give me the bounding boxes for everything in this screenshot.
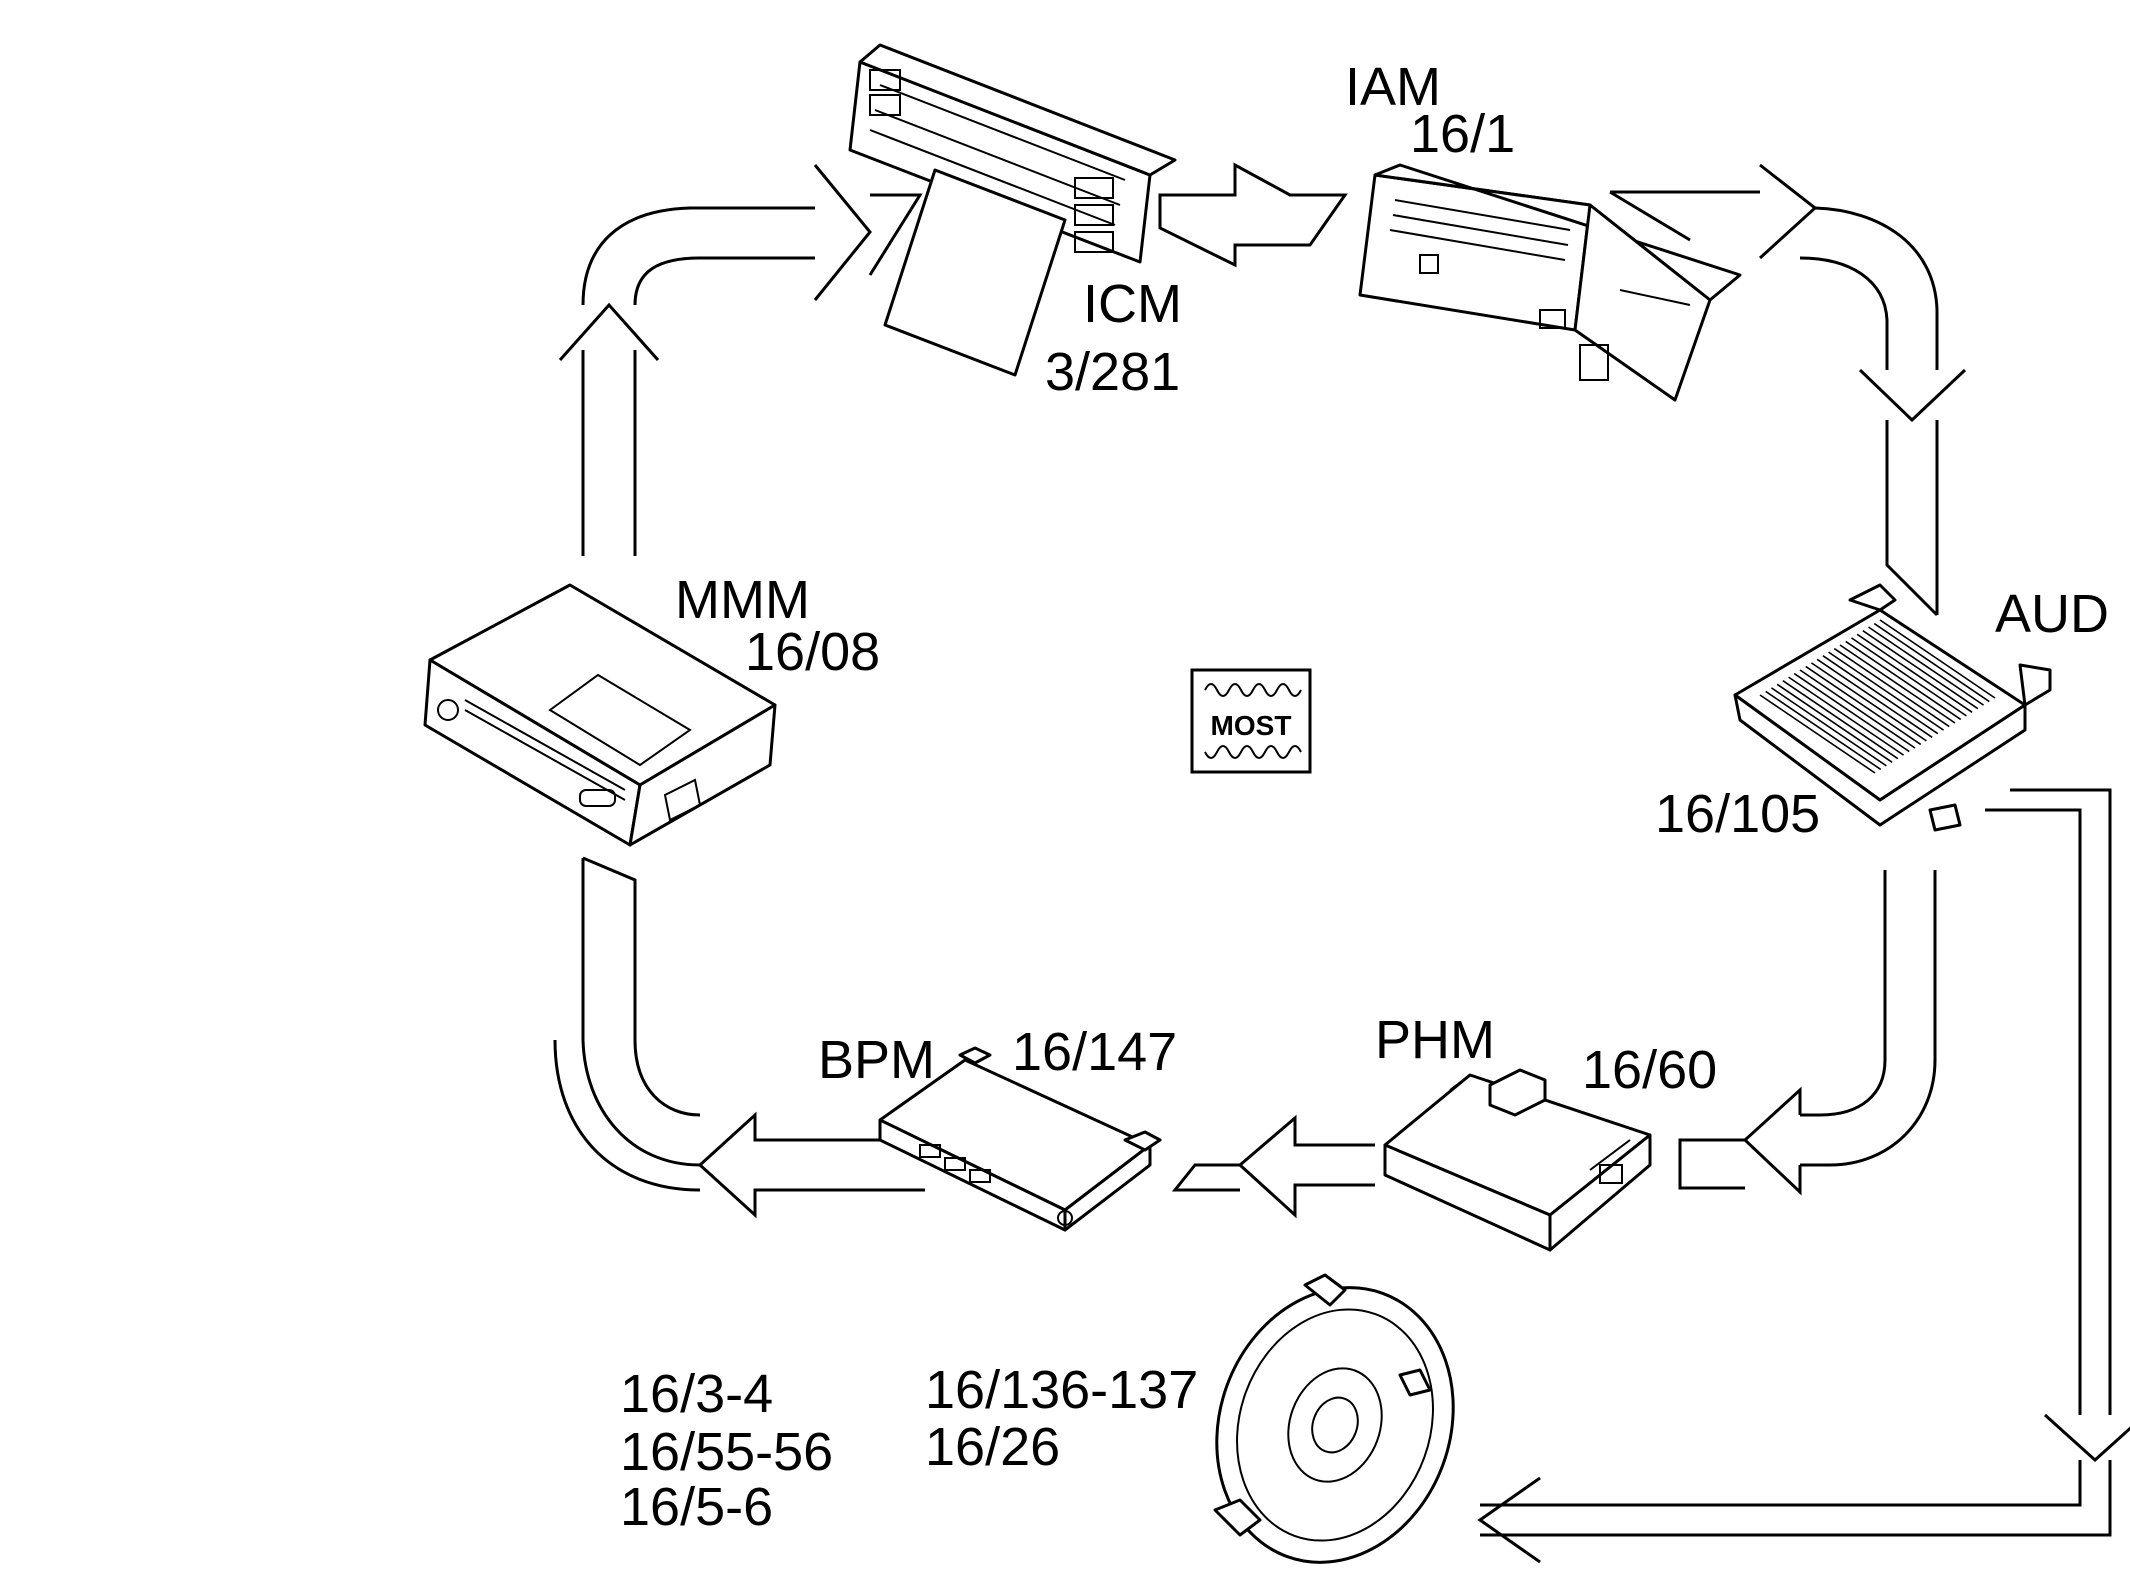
- flow-arrow-bpm-to-mmm: [553, 856, 935, 1219]
- aud-amplifier: [1733, 583, 2052, 832]
- flow-arrow-mmm-to-icm: [558, 164, 923, 556]
- aud-fin-line: [1788, 676, 1905, 756]
- most-logo-label: MOST: [1211, 710, 1292, 741]
- aud-fin-line: [1868, 626, 1985, 706]
- flow-arrow-iam-to-aud: [1609, 163, 1967, 617]
- speaker-code-right-1: 16/136-137: [925, 1360, 1198, 1420]
- bpm-name-label: BPM: [818, 1030, 935, 1090]
- aud-code-label: 16/105: [1655, 784, 1820, 844]
- aud-fin-line: [1782, 680, 1899, 760]
- speaker-code-right-2: 16/26: [925, 1417, 1060, 1477]
- icm-display-unit: [848, 43, 1177, 377]
- bpm-module: [878, 1046, 1162, 1232]
- mmm-media-module: [423, 583, 777, 847]
- aud-fin-line: [1822, 655, 1939, 735]
- speaker-code-left-2: 16/55-56: [620, 1422, 833, 1482]
- aud-fin-line: [1856, 633, 1973, 713]
- aud-fin-line: [1793, 672, 1910, 753]
- phm-module: [1383, 1068, 1652, 1252]
- aud-fin-line: [1776, 683, 1893, 763]
- flow-arrow-phm-to-bpm: [1171, 1114, 1375, 1219]
- mmm-code-label: 16/08: [745, 622, 880, 682]
- speaker-codes-left: 16/3-4 16/55-56 16/5-6: [620, 1364, 833, 1537]
- icm-code-label: 3/281: [1045, 342, 1180, 402]
- iam-code-label: 16/1: [1410, 104, 1515, 164]
- iam-name-label: IAM: [1345, 57, 1441, 117]
- aud-fin-line: [1828, 651, 1945, 731]
- aud-fin-line: [1759, 694, 1876, 774]
- speaker-icon: [1213, 1273, 1455, 1564]
- aud-fin-line: [1839, 644, 1956, 724]
- aud-fin-line: [1810, 662, 1927, 742]
- iam-head-unit: [1358, 163, 1742, 402]
- bpm-code-label: 16/147: [1012, 1022, 1177, 1082]
- icm-name-label: ICM: [1083, 274, 1182, 334]
- phm-name-label: PHM: [1375, 1010, 1495, 1070]
- aud-fin-line: [1765, 690, 1882, 771]
- aud-fin-line: [1816, 658, 1933, 738]
- aud-fin-line: [1862, 630, 1979, 710]
- phm-code-label: 16/60: [1582, 1040, 1717, 1100]
- aud-fin-line: [1805, 665, 1922, 746]
- aud-fin-line: [1770, 687, 1887, 767]
- speaker-code-left-3: 16/5-6: [620, 1477, 773, 1537]
- speaker-code-left-1: 16/3-4: [620, 1364, 773, 1424]
- aud-name-label: AUD: [1995, 584, 2109, 644]
- aud-fin-line: [1833, 647, 1950, 728]
- aud-fin-line: [1850, 637, 1967, 717]
- most-logo-icon: MOST: [1190, 668, 1312, 774]
- aud-fin-line: [1845, 640, 1962, 721]
- flow-arrow-icm-to-iam: [1158, 162, 1348, 268]
- speaker-codes-right: 16/136-137 16/26: [925, 1360, 1198, 1477]
- flow-arrow-aud-to-phm: [1678, 870, 1937, 1196]
- aud-fin-line: [1799, 669, 1916, 749]
- aud-fin-line: [1873, 622, 1990, 703]
- flow-arrow-aud-to-speakers: [1477, 788, 2130, 1564]
- aud-fin-line: [1879, 619, 1996, 699]
- mmm-name-label: MMM: [675, 570, 810, 630]
